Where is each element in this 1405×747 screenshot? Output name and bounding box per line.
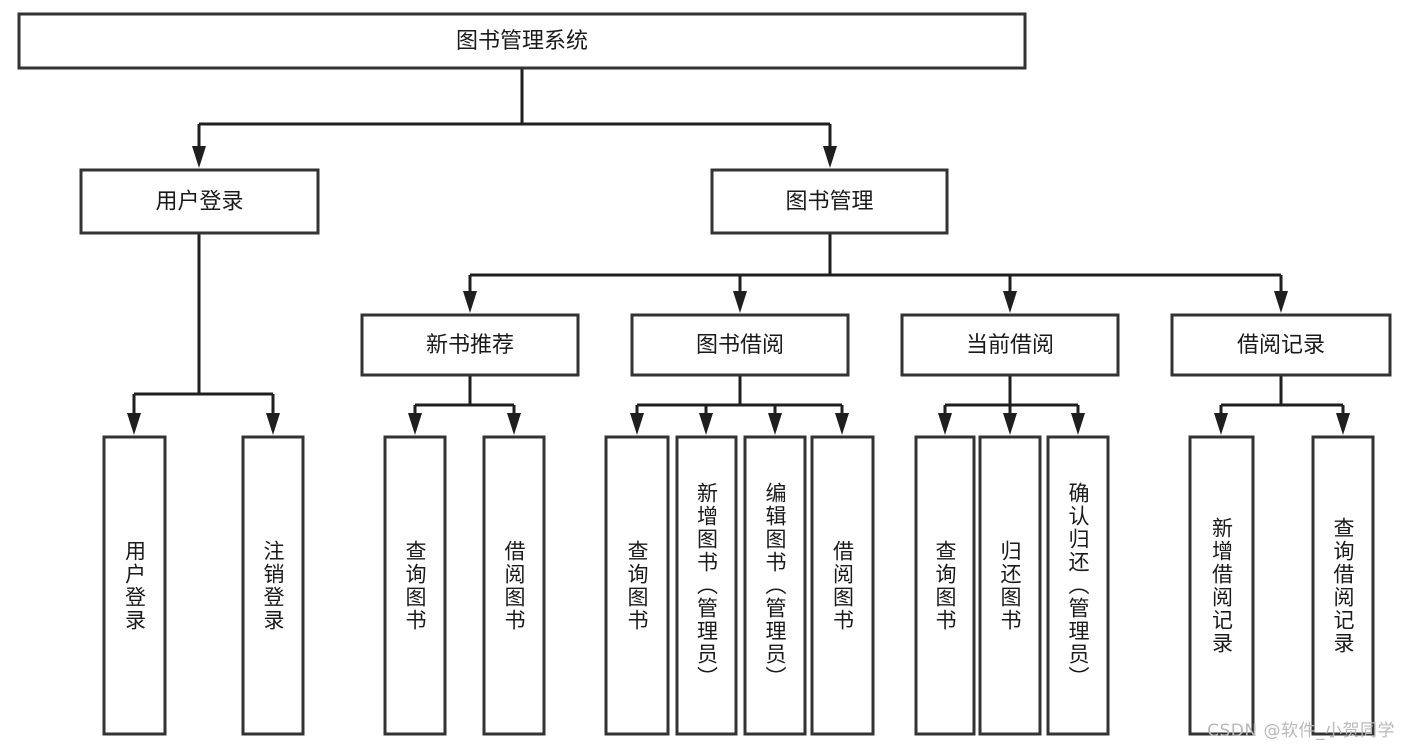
arrow-leaf-9	[938, 413, 952, 435]
node-leaf-3[interactable]	[482, 435, 546, 736]
arrow-leaf-5	[630, 413, 644, 435]
arrow-leaf-11	[1071, 413, 1085, 435]
arrow-leaf-12	[1214, 413, 1228, 435]
arrow-leaf-4	[507, 413, 521, 435]
node-level2-0-label: 用户登录	[155, 190, 243, 215]
node-leaf-1[interactable]	[241, 435, 305, 736]
watermark-text: CSDN @软件_小贺同学	[1207, 721, 1395, 741]
node-level3-0[interactable]	[360, 313, 580, 377]
node-root[interactable]	[17, 12, 1027, 70]
node-level3-2[interactable]	[900, 313, 1120, 377]
node-level2-0[interactable]	[79, 168, 320, 235]
node-level3-1-label: 图书借阅	[696, 333, 784, 358]
node-level2-1[interactable]	[710, 168, 949, 235]
arrow-leaf-6	[699, 413, 713, 435]
arrow-leaf-10	[1003, 413, 1017, 435]
node-leaf-7[interactable]	[810, 435, 875, 736]
arrow-leaf-8	[835, 413, 849, 435]
node-level2-1-label: 图书管理	[785, 190, 873, 215]
arrow-borrow	[733, 291, 747, 313]
arrow-leaf-2	[266, 413, 280, 435]
node-leaf-11[interactable]	[1188, 435, 1255, 736]
node-level3-2-label: 当前借阅	[966, 333, 1054, 358]
node-level3-3-label: 借阅记录	[1237, 333, 1325, 358]
arrow-leaf-7	[768, 413, 782, 435]
node-leaf-5[interactable]	[675, 435, 738, 736]
arrow-leaf-1	[127, 413, 141, 435]
node-level3-3[interactable]	[1170, 313, 1392, 377]
node-leaf-6[interactable]	[743, 435, 807, 736]
arrow-user-login	[192, 146, 206, 168]
node-leaf-4[interactable]	[604, 435, 670, 736]
arrow-book-mgmt	[823, 146, 837, 168]
node-level3-1[interactable]	[630, 313, 850, 377]
node-boxes-layer	[17, 12, 1392, 736]
node-leaf-8[interactable]	[914, 435, 976, 736]
node-leaf-10[interactable]	[1046, 435, 1110, 736]
node-level3-0-label: 新书推荐	[426, 333, 514, 358]
arrow-record	[1274, 291, 1288, 313]
arrow-current	[1003, 291, 1017, 313]
arrow-leaf-3	[408, 413, 422, 435]
node-leaf-9[interactable]	[978, 435, 1042, 736]
node-root-label: 图书管理系统	[456, 29, 588, 54]
node-leaf-0[interactable]	[102, 435, 167, 736]
arrow-heads-layer	[127, 146, 1350, 435]
arrow-new-book	[463, 291, 477, 313]
arrow-leaf-13	[1336, 413, 1350, 435]
node-leaf-12[interactable]	[1311, 435, 1375, 736]
node-leaf-2[interactable]	[383, 435, 447, 736]
